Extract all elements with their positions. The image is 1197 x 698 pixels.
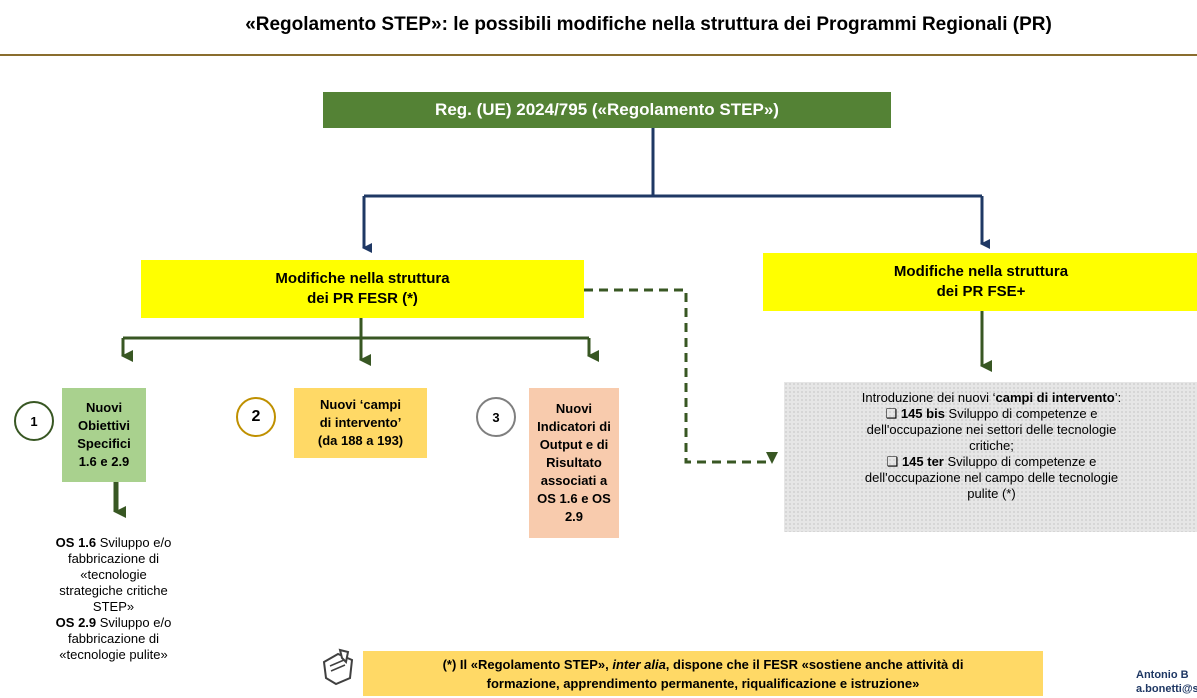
footnote-italic: inter alia: [612, 657, 666, 672]
os-1-6-line1: OS 1.6 Sviluppo e/o: [15, 535, 212, 551]
node-new-specific-objectives: Nuovi Obiettivi Specifici 1.6 e 2.9: [62, 388, 146, 482]
item-code: 145 bis: [900, 406, 945, 421]
os-2-9-line3: «tecnologie pulite»: [59, 647, 168, 662]
footnote-text: (*) Il «Regolamento STEP»,: [442, 657, 613, 672]
note-pin-icon: [322, 648, 354, 686]
fse-intervention-fields-panel: Introduzione dei nuovi ‘campi di interve…: [784, 382, 1197, 532]
os-1-6-line5: STEP»: [92, 599, 135, 614]
node3-line: OS 1.6 e OS: [537, 491, 611, 506]
number-badge-3: 3: [476, 397, 516, 437]
os-1-6-line2: fabbricazione di: [67, 551, 160, 566]
os-1-6-line3: «tecnologie: [80, 567, 147, 582]
fse-item-145bis-line3: critiche;: [969, 438, 1014, 453]
fse-box: Modifiche nella struttura dei PR FSE+: [763, 253, 1197, 311]
intro-suffix: ’:: [1114, 390, 1122, 405]
checkbox-bullet-icon: ❑: [885, 406, 898, 421]
node2-line: Nuovi ‘campi: [320, 397, 401, 412]
fesr-box: Modifiche nella struttura dei PR FESR (*…: [141, 260, 584, 318]
node1-line: Specifici: [77, 436, 131, 451]
fse-item-145bis: ❑ 145 bis Sviluppo di competenze e: [784, 406, 1197, 422]
fse-item-145ter-line2: dell'occupazione nel campo delle tecnolo…: [864, 470, 1119, 485]
fse-label-line2: dei PR FSE+: [936, 283, 1026, 300]
os-1-6-line4: strategiche critiche: [59, 583, 168, 598]
node3-line: Nuovi: [555, 401, 593, 416]
node-new-indicators: Nuovi Indicatori di Output e di Risultat…: [529, 388, 619, 538]
number-badge-2: 2: [236, 397, 276, 437]
fse-label-line1: Modifiche nella struttura: [893, 263, 1069, 280]
os-code: OS 2.9: [55, 615, 97, 630]
fesr-label-line2: dei PR FESR (*): [307, 290, 418, 307]
intro-bold: campi di intervento: [995, 390, 1115, 405]
item-code: 145 ter: [901, 454, 944, 469]
node3-line: Indicatori di: [537, 419, 611, 434]
node1-line: Obiettivi: [77, 418, 130, 433]
fse-item-145ter: ❑ 145 ter Sviluppo di competenze e: [784, 454, 1197, 470]
footnote-box: (*) Il «Regolamento STEP», inter alia, d…: [363, 651, 1043, 696]
fse-item-145ter-line3: pulite (*): [967, 486, 1016, 501]
fesr-label-line1: Modifiche nella struttura: [275, 270, 450, 287]
author-name: Antonio B: [1136, 669, 1189, 681]
node1-line: Nuovi: [85, 400, 123, 415]
author-email: a.bonetti@s: [1136, 683, 1197, 695]
regulation-root-box: Reg. (UE) 2024/795 («Regolamento STEP»): [323, 92, 891, 128]
node3-line: 2.9: [564, 509, 584, 524]
node2-line: di intervento’: [319, 415, 402, 430]
os-2-9-line1: OS 2.9 Sviluppo e/o: [15, 615, 212, 631]
fesr-connector: [121, 318, 599, 366]
title-divider: [0, 54, 1197, 56]
node-new-intervention-fields: Nuovi ‘campi di intervento’ (da 188 a 19…: [294, 388, 427, 458]
os-text: Sviluppo e/o: [96, 535, 172, 550]
specific-objectives-description: OS 1.6 Sviluppo e/o fabbricazione di «te…: [15, 535, 212, 663]
dashed-connector: [584, 288, 778, 464]
node3-line: Output e di: [539, 437, 609, 452]
number-badge-1: 1: [14, 401, 54, 441]
footnote-line2: formazione, apprendimento permanente, ri…: [486, 676, 920, 691]
page-title: «Regolamento STEP»: le possibili modific…: [245, 14, 1052, 35]
item-text: Sviluppo di competenze e: [944, 406, 1098, 421]
checkbox-bullet-icon: ❑: [886, 454, 899, 469]
node2-line: (da 188 a 193): [317, 433, 404, 448]
intro-text: Introduzione dei nuovi ‘: [861, 390, 996, 405]
fse-item-145bis-line2: dell'occupazione nei settori delle tecno…: [866, 422, 1117, 437]
item-text: Sviluppo di competenze e: [943, 454, 1097, 469]
author-credit: Antonio B a.bonetti@s: [1136, 668, 1197, 696]
os-code: OS 1.6: [55, 535, 97, 550]
footnote-line1: (*) Il «Regolamento STEP», inter alia, d…: [363, 655, 1043, 674]
node1-line: 1.6 e 2.9: [78, 454, 130, 469]
node3-line: Risultato: [546, 455, 602, 470]
footnote-text: , dispone che il FESR «sostiene anche at…: [665, 657, 964, 672]
node3-line: associati a: [540, 473, 608, 488]
os-2-9-line2: fabbricazione di: [67, 631, 160, 646]
fse-detail-intro: Introduzione dei nuovi ‘campi di interve…: [784, 390, 1197, 406]
root-connector: [362, 128, 990, 253]
os-text: Sviluppo e/o: [96, 615, 172, 630]
